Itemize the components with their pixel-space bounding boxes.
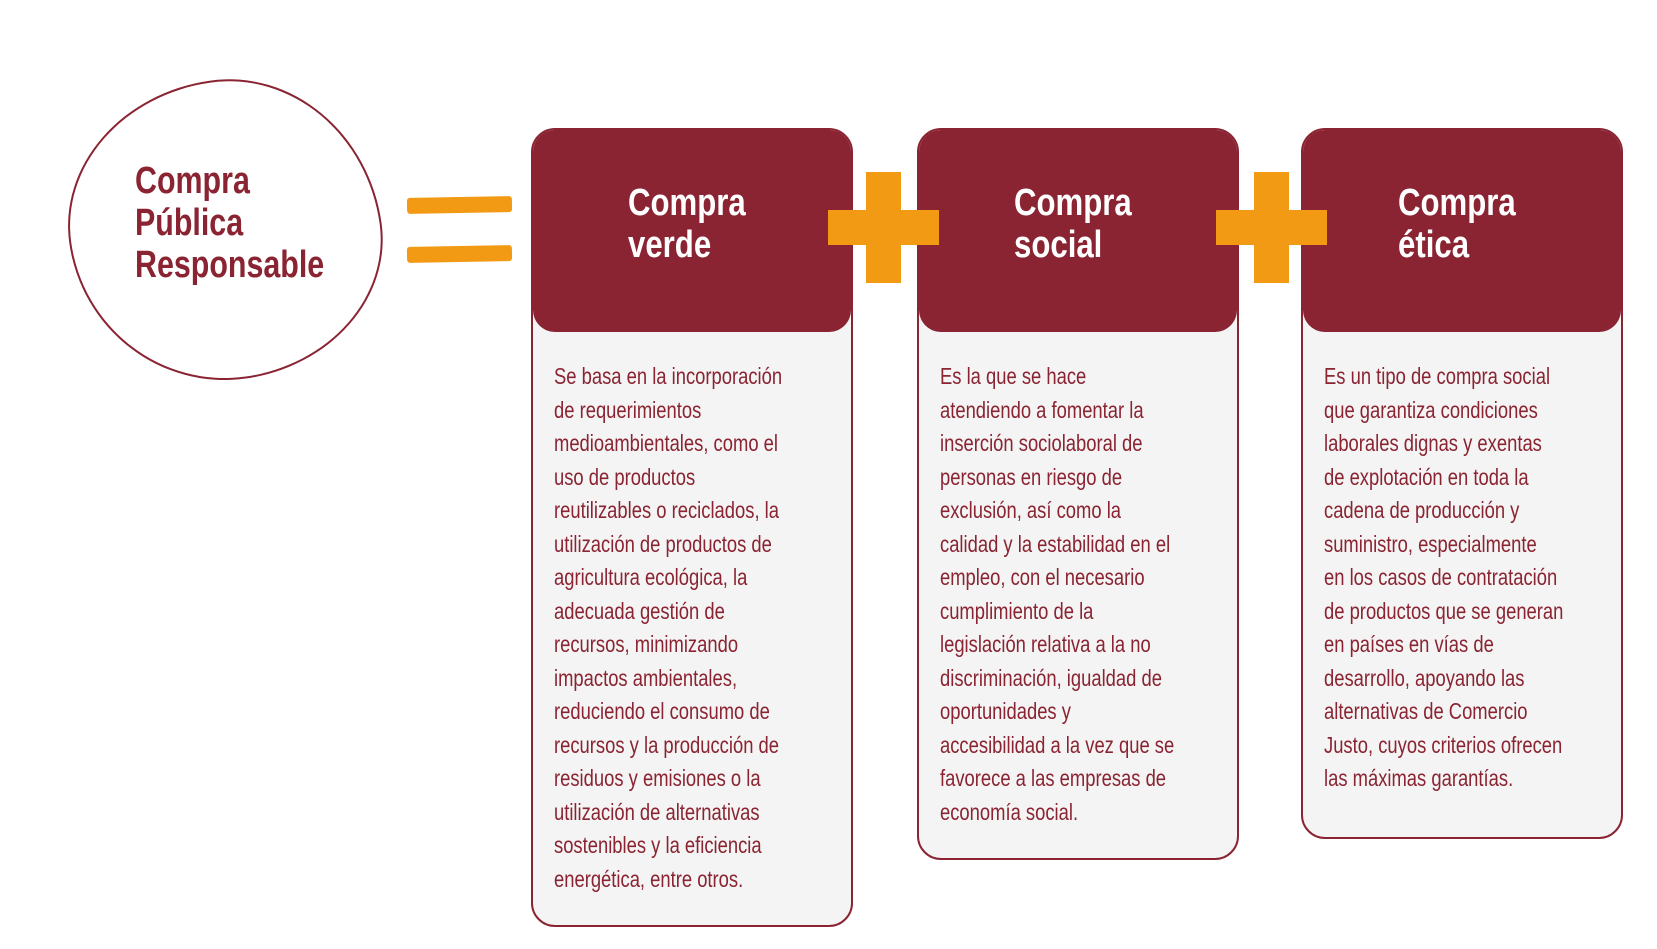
card-body-line: laborales dignas y exentas [1324, 430, 1542, 456]
card-body-line: energética, entre otros. [554, 865, 744, 892]
card-body-line: de requerimientos [554, 396, 702, 423]
card-body-line: utilización de alternativas [554, 798, 760, 825]
card-body: Es la que se hace atendiendo a fomentar l… [919, 332, 1237, 829]
card-body-line: alternativas de Comercio [1324, 698, 1528, 724]
card-body-line: en los casos de contratación [1324, 564, 1558, 590]
card-body-line: Justo, cuyos criterios ofrecen [1324, 731, 1563, 758]
card-body-line: que garantiza condiciones [1324, 396, 1538, 423]
card-body-line: medioambientales, como el [554, 430, 778, 456]
card-body-line: discriminación, igualdad de [940, 664, 1162, 691]
card-body-line: cadena de producción y [1324, 497, 1520, 523]
card-title-line: ética [1398, 224, 1470, 266]
card-body-line: desarrollo, apoyando las [1324, 664, 1525, 691]
card-body-line: reutilizables o reciclados, la [554, 497, 779, 523]
card-title-line: verde [628, 224, 712, 266]
card-body-line: utilización de productos de [554, 530, 772, 557]
card-body-line: uso de productos [554, 463, 696, 490]
card-body-line: Es la que se hace [940, 363, 1087, 389]
card-body-line: personas en riesgo de [940, 463, 1123, 490]
card-body-line: de productos que se generan [1324, 597, 1564, 624]
card-body-line: cumplimiento de la [940, 597, 1094, 624]
card-title-line: Compra [1398, 182, 1516, 224]
card-body-line: adecuada gestión de [554, 597, 725, 624]
card-body-line: Se basa en la incorporación [554, 363, 783, 389]
concept-title-line: Pública [135, 202, 244, 244]
card-body-line: sostenibles y la eficiencia [554, 832, 762, 858]
card-title-line: Compra [1014, 182, 1132, 224]
card-body-line: recursos y la producción de [554, 731, 780, 758]
card-body-line: favorece a las empresas de [940, 765, 1167, 791]
concept-title: Compra Pública Responsable [135, 160, 324, 286]
card-body-line: atendiendo a fomentar la [940, 396, 1144, 423]
card-title-line: Compra [628, 182, 746, 224]
card-body-line: legislación relativa a la no [940, 631, 1151, 657]
card-body-line: las máximas garantías. [1324, 765, 1514, 791]
card-body-line: economía social. [940, 798, 1079, 825]
card-body-line: reduciendo el consumo de [554, 698, 770, 724]
card-body-line: exclusión, así como la [940, 497, 1122, 523]
card-body-line: empleo, con el necesario [940, 564, 1145, 590]
card-body-line: impactos ambientales, [554, 664, 738, 691]
card-body-line: calidad y la estabilidad en el [940, 530, 1171, 557]
card-body: Se basa en la incorporación de requerimie… [533, 332, 851, 896]
card-body: Es un tipo de compra social que garantiza… [1303, 332, 1621, 796]
card-body-line: recursos, minimizando [554, 631, 739, 657]
card-body-line: suministro, especialmente [1324, 530, 1537, 557]
card-body-line: oportunidades y [940, 698, 1071, 724]
card-body-line: de explotación en toda la [1324, 463, 1529, 490]
plus-icon [1216, 172, 1327, 283]
plus-icon [828, 172, 939, 283]
card-body-line: agricultura ecológica, la [554, 564, 748, 590]
card-body-line: Es un tipo de compra social [1324, 363, 1551, 389]
card-body-line: inserción sociolaboral de [940, 430, 1143, 456]
card-body-line: residuos y emisiones o la [554, 765, 761, 791]
card-body-line: accesibilidad a la vez que se [940, 731, 1175, 758]
concept-title-line: Compra [135, 160, 250, 202]
card-title-line: social [1014, 224, 1103, 266]
card-body-line: en países en vías de [1324, 631, 1494, 657]
concept-title-line: Responsable [135, 244, 325, 286]
